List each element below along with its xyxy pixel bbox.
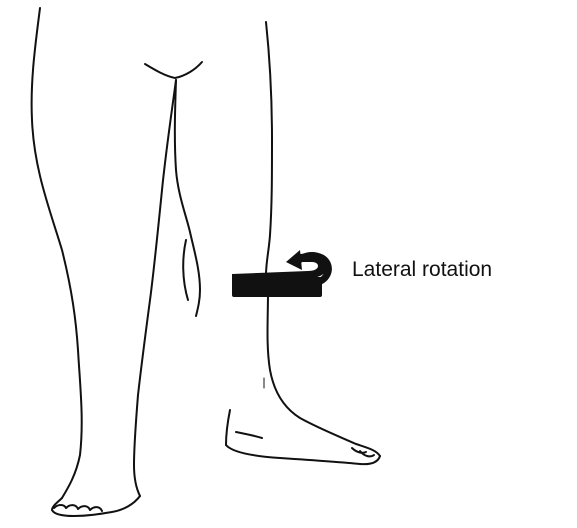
groin-curve	[145, 62, 202, 78]
right-foot	[226, 445, 380, 464]
rotation-band-front	[232, 277, 322, 297]
right-knee-crease	[183, 240, 188, 300]
lateral-rotation-label: Lateral rotation	[352, 258, 492, 282]
right-shin-outer	[268, 292, 381, 456]
right-leg-inner-thigh	[175, 80, 190, 232]
curved-rotation-arrow-icon	[232, 250, 328, 297]
right-foot-ankle	[236, 432, 262, 438]
right-knee-inner	[190, 232, 200, 316]
right-leg-outer-contour	[266, 22, 272, 275]
left-foot-toes	[54, 505, 102, 511]
left-leg-outer-contour	[32, 8, 82, 498]
rotation-arrow-head	[286, 250, 302, 270]
left-leg-inner-contour	[134, 80, 176, 496]
right-shin-inner	[226, 410, 230, 445]
